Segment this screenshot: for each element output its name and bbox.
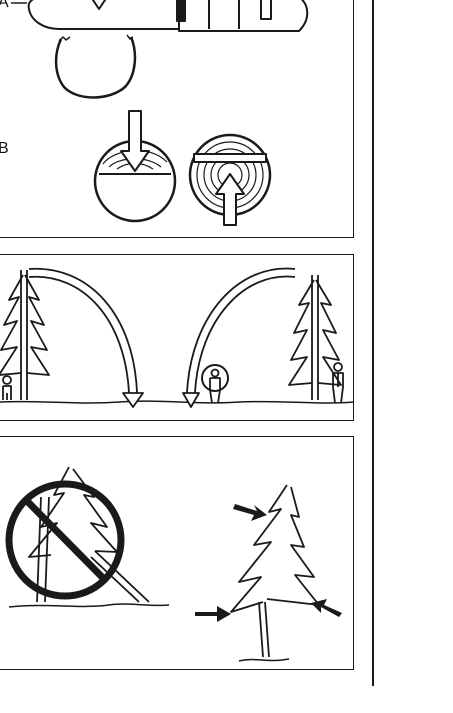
page-divider-line xyxy=(372,0,374,686)
person-icon xyxy=(333,363,343,403)
log-cut-icon xyxy=(95,111,175,221)
felling-arc-icon xyxy=(29,269,143,407)
figure-panel-tree-inspection xyxy=(0,436,354,670)
tree-icon xyxy=(0,270,49,400)
log-end-icon xyxy=(56,35,135,98)
person-icon xyxy=(202,365,228,403)
felling-arc-icon xyxy=(183,269,295,407)
figure-panel-felling-distance xyxy=(0,254,354,421)
prohibited-icon xyxy=(9,484,121,596)
person-icon xyxy=(3,376,11,400)
tree-inspection-illustration xyxy=(0,437,354,670)
figure-panel-cutting: A B xyxy=(0,0,354,238)
ground-line xyxy=(0,401,354,403)
felling-distance-illustration xyxy=(0,255,354,421)
chainsaw-bar-icon xyxy=(11,0,307,31)
log-cut-icon xyxy=(190,135,270,225)
arrow-icon xyxy=(195,504,342,622)
chainsaw-cutting-illustration xyxy=(0,0,354,238)
